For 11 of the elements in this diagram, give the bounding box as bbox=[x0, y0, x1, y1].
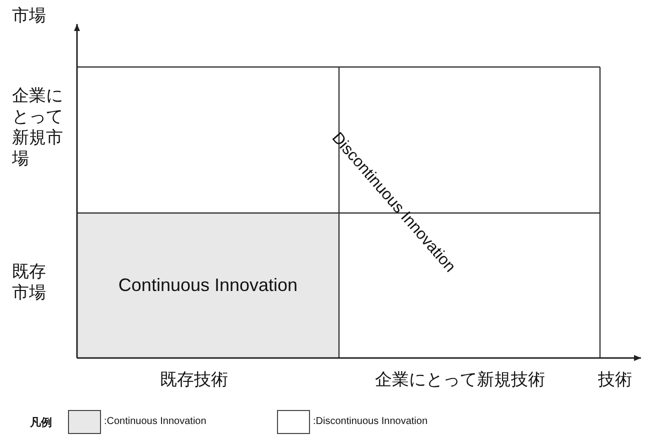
row-label: 企業にとって新規市場 bbox=[12, 86, 64, 170]
quadrant-label: Continuous Innovation bbox=[118, 275, 298, 296]
column-label: 企業にとって新規技術 bbox=[375, 370, 545, 391]
axis-title: 技術 bbox=[598, 370, 632, 391]
legend-text: :Continuous Innovation bbox=[104, 416, 206, 427]
row-label: 既存市場 bbox=[12, 262, 47, 304]
column-label: 既存技術 bbox=[160, 370, 228, 391]
legend-text: :Discontinuous Innovation bbox=[313, 416, 428, 427]
axis-title: 市場 bbox=[12, 6, 47, 27]
legend-title: 凡例 bbox=[30, 415, 52, 430]
quadrant-cell bbox=[77, 213, 339, 358]
